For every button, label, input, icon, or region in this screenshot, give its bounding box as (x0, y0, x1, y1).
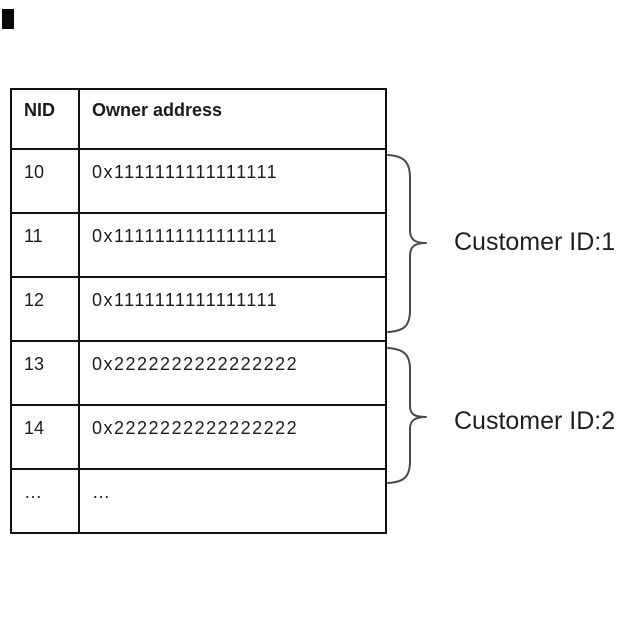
table-row: 14 0x2222222222222222 (10, 404, 387, 470)
col-header-owner-address: Owner address (78, 88, 387, 150)
table-row: 11 0x1111111111111111 (10, 212, 387, 278)
table-row: 12 0x1111111111111111 (10, 276, 387, 342)
nid-cell: 14 (10, 404, 80, 470)
address-cell-ellipsis: … (78, 468, 387, 534)
corner-artifact (2, 9, 14, 29)
nid-cell: 12 (10, 276, 80, 342)
table-row-ellipsis: … … (10, 468, 387, 534)
nid-cell: 11 (10, 212, 80, 278)
table-header-row: NID Owner address (10, 88, 387, 150)
table-row: 13 0x2222222222222222 (10, 340, 387, 406)
address-cell: 0x1111111111111111 (78, 276, 387, 342)
col-header-nid: NID (10, 88, 80, 150)
address-cell: 0x2222222222222222 (78, 340, 387, 406)
table-row: 10 0x1111111111111111 (10, 148, 387, 214)
customer-id-2-label: Customer ID:2 (454, 407, 616, 435)
right-curly-brace-customer-2 (387, 347, 427, 484)
address-cell: 0x1111111111111111 (78, 148, 387, 214)
nid-owner-table: NID Owner address 10 0x1111111111111111 … (10, 88, 387, 534)
customer-id-1-label: Customer ID:1 (454, 228, 616, 256)
address-cell: 0x2222222222222222 (78, 404, 387, 470)
nid-cell: 10 (10, 148, 80, 214)
right-curly-brace-customer-1 (387, 154, 427, 333)
nid-cell-ellipsis: … (10, 468, 80, 534)
address-cell: 0x1111111111111111 (78, 212, 387, 278)
nid-cell: 13 (10, 340, 80, 406)
